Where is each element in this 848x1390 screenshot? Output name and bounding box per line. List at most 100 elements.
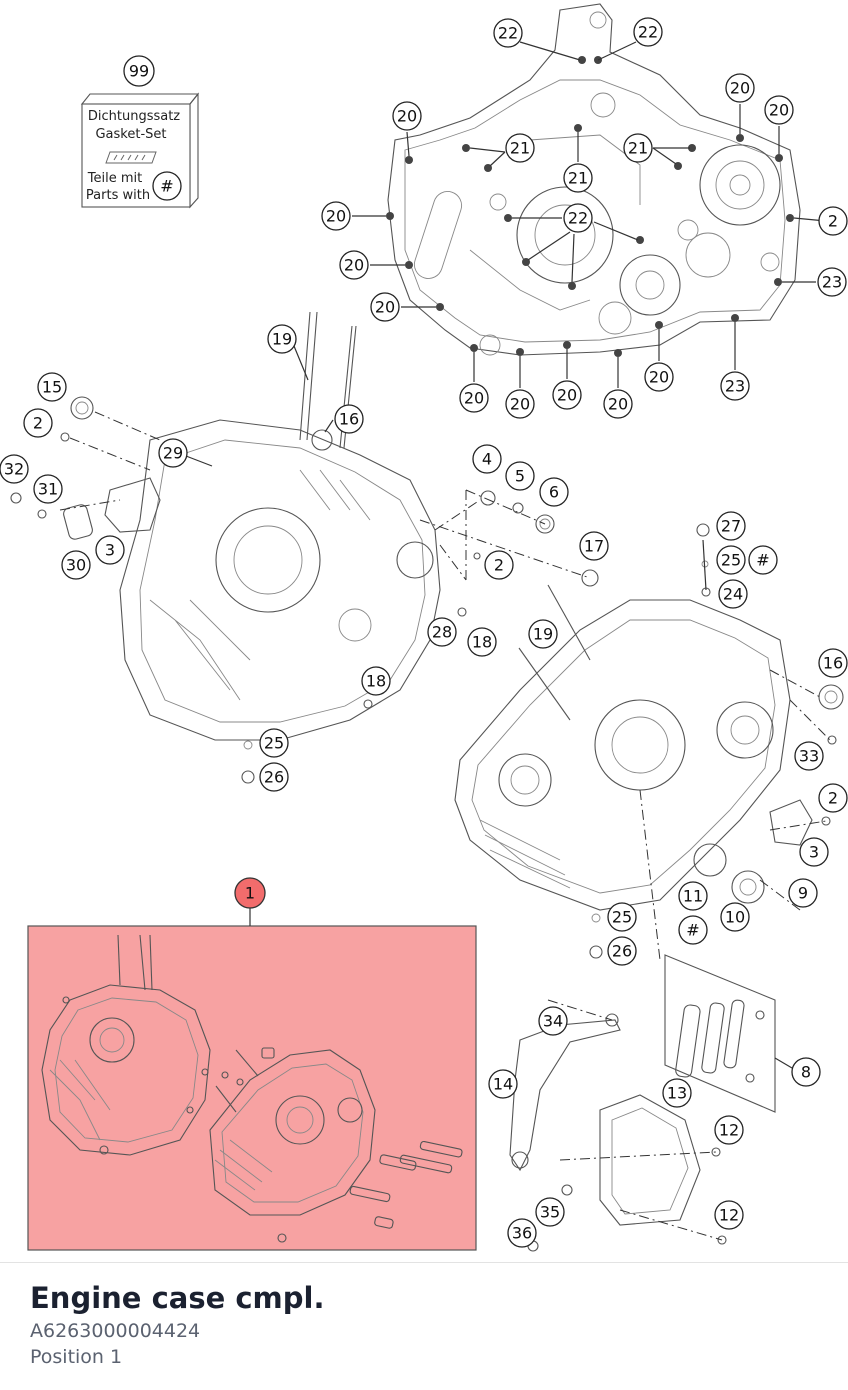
engine-case-assembly-highlight[interactable]: 1 <box>27 877 477 1251</box>
svg-text:13: 13 <box>667 1084 687 1103</box>
callout-c31[interactable]: 31 <box>33 474 63 504</box>
callout-c21a[interactable]: 21 <box>505 133 535 163</box>
callout-c33[interactable]: 33 <box>794 741 824 771</box>
svg-text:16: 16 <box>339 410 359 429</box>
callout-c18a[interactable]: 18 <box>467 627 497 657</box>
callout-c22c[interactable]: 22 <box>563 203 593 233</box>
sprocket-cover <box>509 999 727 1252</box>
callout-c29[interactable]: 29 <box>158 438 188 468</box>
gasket-box-line3: Teile mit <box>87 171 142 186</box>
gasket-box-line2: Gasket-Set <box>95 127 166 142</box>
svg-text:2: 2 <box>828 212 838 231</box>
callout-c34[interactable]: 34 <box>538 1006 568 1036</box>
svg-text:25: 25 <box>264 734 284 753</box>
svg-text:3: 3 <box>105 541 115 560</box>
callout-c12b[interactable]: 12 <box>714 1200 744 1230</box>
callout-c26b[interactable]: 26 <box>607 936 637 966</box>
callout-c26a[interactable]: 26 <box>259 762 289 792</box>
position-1-badge[interactable]: 1 <box>234 877 266 909</box>
callout-c22a[interactable]: 22 <box>493 18 523 48</box>
svg-text:27: 27 <box>721 517 741 536</box>
callout-h2[interactable]: # <box>678 915 708 945</box>
callout-c20f[interactable]: 20 <box>370 292 400 322</box>
svg-text:24: 24 <box>723 585 743 604</box>
svg-text:1: 1 <box>245 884 255 903</box>
callout-c2c[interactable]: 2 <box>484 550 514 580</box>
svg-text:32: 32 <box>4 460 24 479</box>
callout-c4[interactable]: 4 <box>472 444 502 474</box>
callout-c16a[interactable]: 16 <box>334 404 364 434</box>
callout-c20k[interactable]: 20 <box>644 362 674 392</box>
callout-c20i[interactable]: 20 <box>552 380 582 410</box>
svg-text:26: 26 <box>264 768 284 787</box>
callout-c10[interactable]: 10 <box>720 902 750 932</box>
callout-c18b[interactable]: 18 <box>361 666 391 696</box>
callout-c2b[interactable]: 2 <box>23 408 53 438</box>
callout-c21c[interactable]: 21 <box>623 133 653 163</box>
callout-c23b[interactable]: 23 <box>720 371 750 401</box>
callout-c6[interactable]: 6 <box>539 477 569 507</box>
callout-c32[interactable]: 32 <box>0 454 29 484</box>
callout-c28[interactable]: 28 <box>427 617 457 647</box>
svg-text:11: 11 <box>683 887 703 906</box>
callout-c11[interactable]: 11 <box>678 881 708 911</box>
part-position: Position 1 <box>30 1346 123 1368</box>
svg-text:12: 12 <box>719 1206 739 1225</box>
callout-c25b[interactable]: 25 <box>259 728 289 758</box>
svg-text:6: 6 <box>549 483 559 502</box>
svg-text:9: 9 <box>798 884 808 903</box>
svg-text:#: # <box>756 551 769 570</box>
gasket-set-box: Dichtungssatz Gasket-Set Teile mit Parts… <box>80 55 200 209</box>
callout-c21b[interactable]: 21 <box>563 163 593 193</box>
callout-c8[interactable]: 8 <box>791 1057 821 1087</box>
callout-c20b[interactable]: 20 <box>725 73 755 103</box>
callout-c30[interactable]: 30 <box>61 550 91 580</box>
callout-c23a[interactable]: 23 <box>817 267 847 297</box>
svg-text:22: 22 <box>638 23 658 42</box>
case-bolts <box>386 56 794 357</box>
callout-c20a[interactable]: 20 <box>392 101 422 131</box>
callout-c20d[interactable]: 20 <box>321 201 351 231</box>
callout-c5[interactable]: 5 <box>505 461 535 491</box>
callout-c22b[interactable]: 22 <box>633 17 663 47</box>
callout-c20j[interactable]: 20 <box>603 389 633 419</box>
svg-text:20: 20 <box>464 389 484 408</box>
svg-text:20: 20 <box>375 298 395 317</box>
callout-c17[interactable]: 17 <box>579 531 609 561</box>
callout-c25c[interactable]: 25 <box>607 902 637 932</box>
svg-text:10: 10 <box>725 908 745 927</box>
callout-c27[interactable]: 27 <box>716 511 746 541</box>
callout-c15[interactable]: 15 <box>37 372 67 402</box>
callout-c35[interactable]: 35 <box>535 1197 565 1227</box>
callout-c13[interactable]: 13 <box>662 1078 692 1108</box>
svg-text:20: 20 <box>730 79 750 98</box>
svg-text:29: 29 <box>163 444 183 463</box>
svg-text:#: # <box>160 177 173 196</box>
gasket-box-number-callout[interactable]: 99 <box>123 55 155 87</box>
callout-c20c[interactable]: 20 <box>764 95 794 125</box>
callout-c2d[interactable]: 2 <box>818 783 848 813</box>
svg-text:#: # <box>686 921 699 940</box>
callout-c20g[interactable]: 20 <box>459 383 489 413</box>
callout-c19b[interactable]: 19 <box>528 619 558 649</box>
callout-c20h[interactable]: 20 <box>505 389 535 419</box>
callout-c36[interactable]: 36 <box>507 1218 537 1248</box>
callout-c16b[interactable]: 16 <box>818 648 848 678</box>
callout-c3a[interactable]: 3 <box>95 535 125 565</box>
svg-text:20: 20 <box>649 368 669 387</box>
callout-c24[interactable]: 24 <box>718 579 748 609</box>
callout-c3b[interactable]: 3 <box>799 837 829 867</box>
svg-text:2: 2 <box>33 414 43 433</box>
callout-h1[interactable]: # <box>748 545 778 575</box>
callout-c19a[interactable]: 19 <box>267 324 297 354</box>
callout-c14[interactable]: 14 <box>488 1069 518 1099</box>
callout-c2a[interactable]: 2 <box>818 206 848 236</box>
callout-c12a[interactable]: 12 <box>714 1115 744 1145</box>
callout-c25a[interactable]: 25 <box>716 545 746 575</box>
svg-text:16: 16 <box>823 654 843 673</box>
callout-c9[interactable]: 9 <box>788 878 818 908</box>
svg-text:20: 20 <box>769 101 789 120</box>
gasket-box-line1: Dichtungssatz <box>88 109 180 124</box>
callout-c20e[interactable]: 20 <box>339 250 369 280</box>
